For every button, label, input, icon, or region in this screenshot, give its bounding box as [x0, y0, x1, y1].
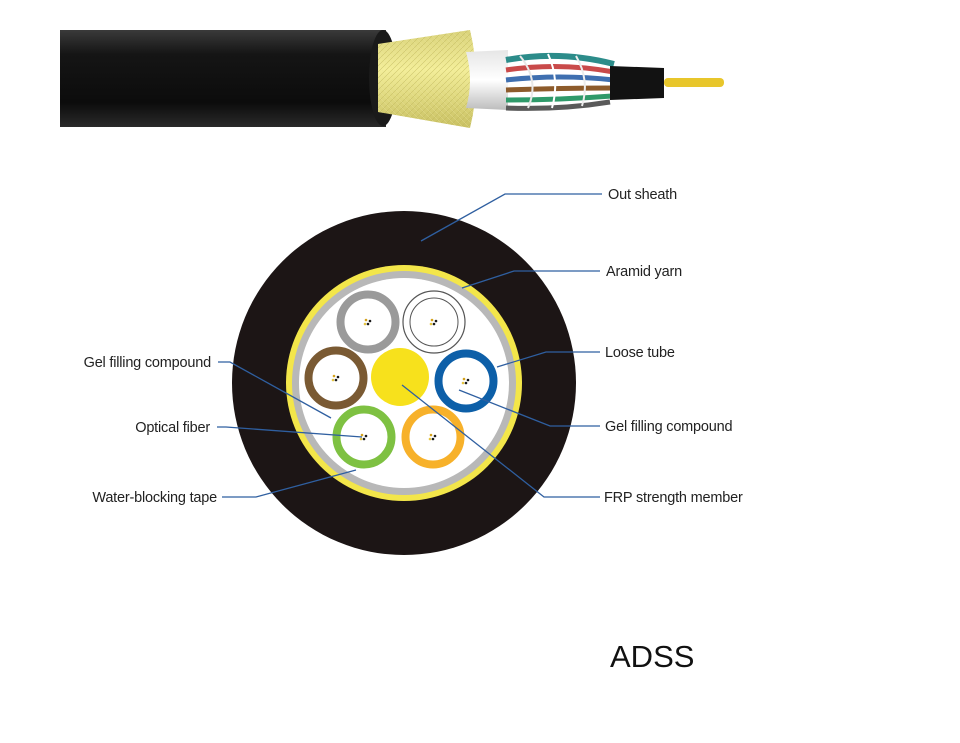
loose-tube-gray [336, 290, 400, 354]
leader-loose-tube [496, 351, 600, 368]
loose-tube-white-inner [409, 297, 459, 347]
leader-optical-fiber [217, 426, 363, 438]
loose-tube-green [332, 405, 396, 469]
leader-out-sheath [420, 193, 602, 242]
optical-fiber-dot [429, 322, 433, 326]
water-blocking-tape-segment [466, 50, 508, 110]
optical-fiber-dot [462, 377, 466, 381]
loose-tube-orange [401, 405, 465, 469]
optical-fiber-dot [362, 437, 366, 441]
label-water-blocking-tape: Water-blocking tape [92, 490, 217, 506]
optical-fiber-dot [360, 433, 364, 437]
leader-gel-left [218, 361, 332, 419]
label-frp-member: FRP strength member [604, 490, 743, 506]
optical-fiber-dot [334, 378, 338, 382]
leader-gel-right [458, 389, 600, 427]
label-optical-fiber: Optical fiber [135, 420, 210, 436]
outer-sheath-segment [60, 30, 386, 127]
optical-fiber-dot [364, 434, 368, 438]
optical-fiber-dot [434, 319, 438, 323]
loose-tube-blue [434, 349, 498, 413]
labels: Out sheath Aramid yarn Loose tube Gel fi… [84, 187, 744, 674]
optical-fiber-dot [359, 437, 363, 441]
inner-jacket-segment [610, 66, 664, 100]
optical-fiber-dot [366, 322, 370, 326]
frp-rod-segment [664, 78, 724, 87]
leader-lines [217, 193, 602, 498]
label-aramid-yarn: Aramid yarn [606, 264, 682, 280]
cable-side-view [60, 30, 724, 128]
label-gel-filling-right: Gel filling compound [605, 419, 733, 435]
optical-fiber-dot [363, 322, 367, 326]
leader-aramid-yarn [461, 270, 600, 289]
optical-fiber-dot [430, 318, 434, 322]
cable-type-title: ADSS [610, 639, 694, 674]
leader-water-tape [222, 469, 357, 498]
optical-fiber-dot [332, 374, 336, 378]
loose-tube-white [402, 290, 466, 354]
label-loose-tube: Loose tube [605, 345, 675, 361]
loose-tube-brown [304, 346, 368, 410]
optical-fiber-dot [331, 378, 335, 382]
optical-fiber-dot [336, 375, 340, 379]
label-out-sheath: Out sheath [608, 187, 677, 203]
leader-frp [401, 384, 600, 498]
optical-fiber-dot [466, 378, 470, 382]
frp-strength-member [371, 348, 429, 406]
label-gel-filling-left: Gel filling compound [84, 355, 212, 371]
optical-fiber-dot [433, 434, 437, 438]
optical-fiber-dot [368, 319, 372, 323]
optical-fiber-dot [429, 433, 433, 437]
cable-cross-section [232, 211, 576, 555]
loose-tubes-bundle [505, 52, 615, 111]
loose-tubes [304, 290, 498, 469]
optical-fiber-dot [461, 381, 465, 385]
optical-fiber-dot [431, 437, 435, 441]
optical-fiber-dot [432, 322, 436, 326]
optical-fiber-dot [364, 318, 368, 322]
optical-fiber-dot [464, 381, 468, 385]
optical-fiber-dot [428, 437, 432, 441]
